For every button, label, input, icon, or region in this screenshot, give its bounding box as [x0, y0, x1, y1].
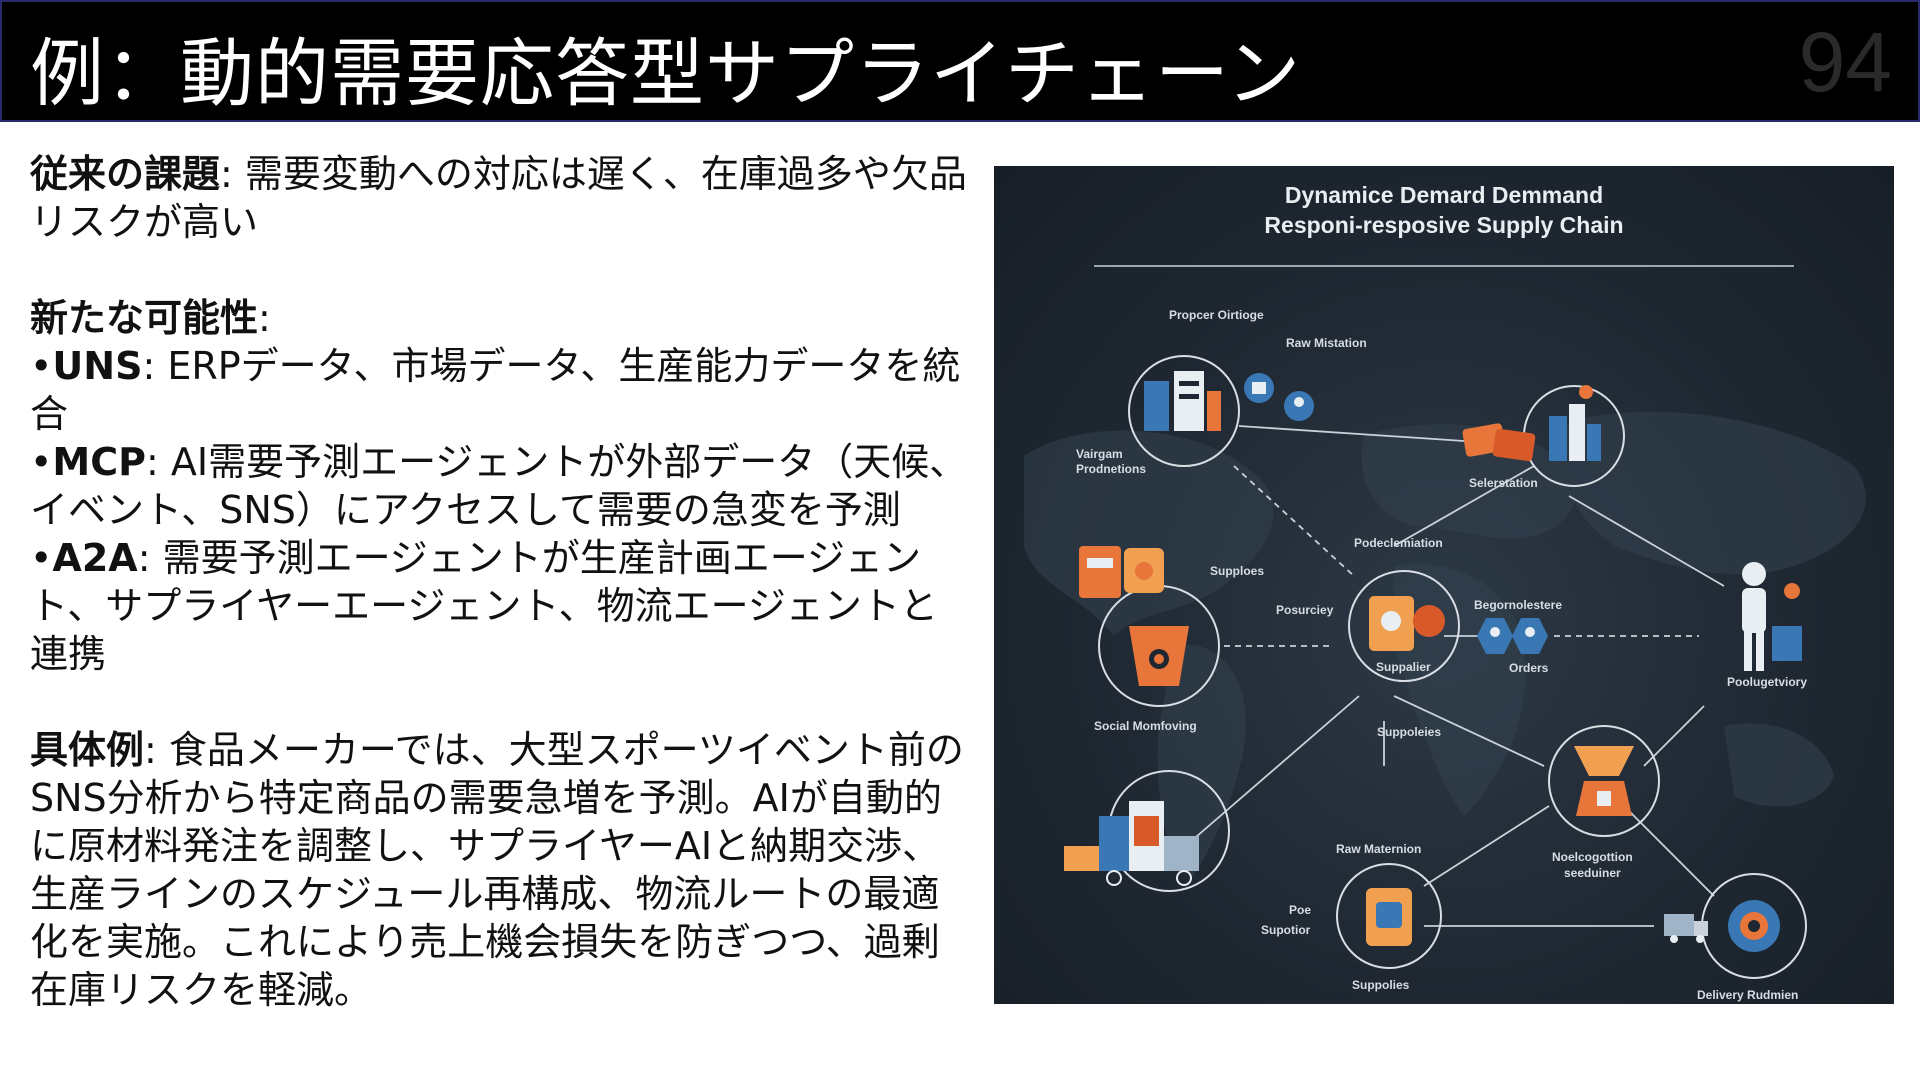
bullet-term: UNS — [52, 344, 143, 388]
illustration-title-line1: Dynamice Demard Demmand — [1284, 182, 1604, 208]
label-orders: Orders — [1509, 661, 1549, 675]
challenge-label: 従来の課題 — [30, 152, 221, 196]
connector-lines — [1173, 425, 1725, 927]
label-posurciey: Posurciey — [1276, 603, 1334, 617]
bullet-text: : AI需要予測エージェントが外部データ（天候、イベント、SNS）にアクセスして… — [30, 440, 968, 532]
challenge-paragraph: 従来の課題: 需要変動への対応は遅く、在庫過多や欠品リスクが高い — [30, 150, 970, 246]
possibilities-heading: 新たな可能性: — [30, 294, 970, 342]
orders-people-icon — [1477, 618, 1548, 654]
label-suppalier: Suppalier — [1376, 660, 1431, 674]
bullet-text: : ERPデータ、市場データ、生産能力データを統合 — [30, 344, 961, 436]
label-supploes: Supploes — [1210, 564, 1265, 578]
label-raw-maternion: Raw Maternion — [1336, 842, 1422, 856]
delivery-gear-icon — [1728, 900, 1780, 952]
bullet-term: A2A — [52, 536, 138, 580]
possibilities-colon: : — [258, 296, 271, 340]
example-paragraph: 具体例: 食品メーカーでは、大型スポーツイベント前のSNS分析から特定商品の需要… — [30, 726, 970, 1014]
label-suppolies-bottom: Suppolies — [1352, 978, 1410, 992]
label-podeclemiation: Podeclemiation — [1354, 536, 1443, 550]
delivery-truck-icon — [1064, 801, 1199, 886]
raw-material-icons — [1244, 373, 1314, 421]
challenge-text: : 需要変動への対応は遅く、在庫過多や欠品リスクが高い — [30, 152, 967, 244]
label-delivery-rudmien: Delivery Rudmien — [1697, 988, 1799, 1002]
example-text: : 食品メーカーでは、大型スポーツイベント前のSNS分析から特定商品の需要急増を… — [30, 728, 964, 1012]
label-begornolestere: Begornolestere — [1474, 598, 1563, 612]
label-vairgam: Vairgam — [1076, 447, 1123, 461]
illustration-title-line2: Responi-resposive Supply Chain — [1264, 212, 1624, 238]
bullet: • — [30, 344, 53, 388]
label-noelcogottion: Noelcogottion — [1552, 850, 1633, 864]
label-poolugetviory: Poolugetviory — [1727, 675, 1808, 689]
bullet-item-uns: •UNS: ERPデータ、市場データ、生産能力データを統合 — [30, 342, 970, 438]
bullet: • — [30, 536, 53, 580]
small-truck-icon — [1664, 914, 1708, 943]
snack-bag-icon — [1129, 626, 1189, 686]
person-manager-icon — [1742, 562, 1802, 671]
example-label: 具体例 — [30, 728, 145, 772]
logistics-funnel-icon — [1574, 746, 1634, 816]
selection-tags-icon — [1462, 423, 1536, 462]
label-seeduiner: seeduiner — [1564, 866, 1621, 880]
title-bar: 例：動的需要応答型サプライチェーン 94 — [0, 0, 1920, 122]
label-suppoleies: Suppoleies — [1377, 725, 1442, 739]
node-circles — [1098, 355, 1807, 979]
label-raw-mistation: Raw Mistation — [1286, 336, 1367, 350]
bullet: • — [30, 440, 53, 484]
label-supotior: Supotior — [1261, 923, 1311, 937]
body-text: 従来の課題: 需要変動への対応は遅く、在庫過多や欠品リスクが高い 新たな可能性:… — [30, 150, 970, 1014]
supply-chain-illustration: Dynamice Demard Demmand Responi-resposiv… — [994, 166, 1894, 1004]
raw-material-bin-icon — [1366, 888, 1412, 946]
label-proper-oirtioge: Propcer Oirtioge — [1169, 308, 1264, 322]
factory-dashboard-icon — [1144, 371, 1221, 431]
bullet-text: : 需要予測エージェントが生産計画エージェント、サプライヤーエージェント、物流エ… — [30, 536, 938, 676]
warehouse-building-icon — [1549, 385, 1601, 461]
label-social-momfoving: Social Momfoving — [1094, 719, 1197, 733]
slide-title: 例：動的需要応答型サプライチェーン — [30, 31, 1302, 117]
label-prodnetions: Prodnetions — [1076, 462, 1147, 476]
possibilities-label: 新たな可能性 — [30, 296, 259, 340]
bullet-term: MCP — [52, 440, 146, 484]
label-seleration: Selerstation — [1469, 476, 1538, 490]
supplier-products-icon — [1369, 596, 1445, 651]
bullet-item-mcp: •MCP: AI需要予測エージェントが外部データ（天候、イベント、SNS）にアク… — [30, 438, 970, 534]
food-packages-icon — [1079, 546, 1164, 598]
bullet-item-a2a: •A2A: 需要予測エージェントが生産計画エージェント、サプライヤーエージェント… — [30, 534, 970, 678]
illustration-graphics — [1024, 265, 1866, 979]
label-poe: Poe — [1289, 903, 1312, 917]
page-number: 94 — [1798, 15, 1892, 109]
